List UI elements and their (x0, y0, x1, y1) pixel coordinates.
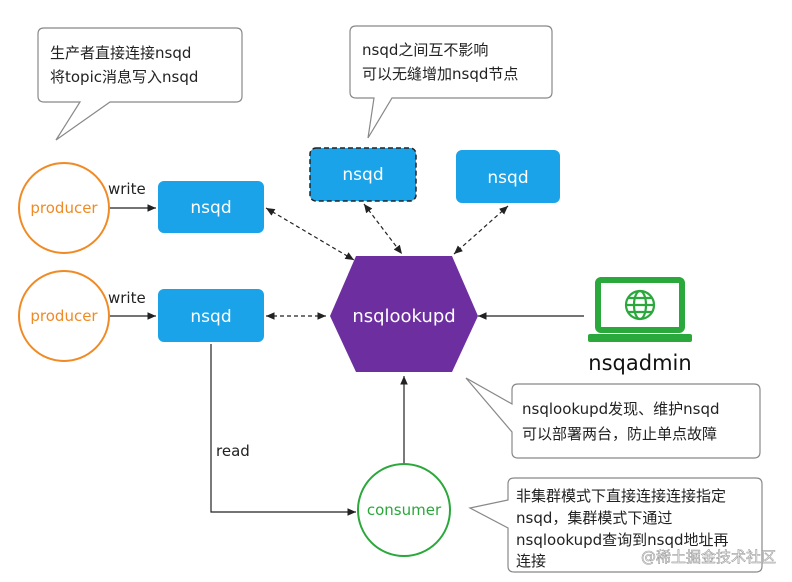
edge-nsqd-top-dashed-lookupd (363, 203, 403, 255)
producer-label-2: producer (30, 307, 98, 325)
callout-consumer-line-3: nsqlookupd查询到nsqd地址再 (516, 531, 729, 549)
callout-consumer-line-4: 连接 (516, 552, 546, 570)
nsqd-label-2: nsqd (190, 307, 231, 327)
nsqadmin-label: nsqadmin (588, 351, 691, 375)
edge-nsqd-1-lookupd (265, 207, 355, 261)
callout-producer-line-2: 将topic消息写入nsqd (50, 68, 198, 86)
edge-nsqd-top-right-lookupd (453, 205, 509, 255)
callout-nsqd: nsqd之间互不影响 可以无缝增加nsqd节点 (349, 25, 553, 139)
edge-label-write-2: write (108, 289, 146, 307)
edge-label-write-1: write (108, 180, 146, 198)
nsqd-node-top-dashed: nsqd (309, 147, 417, 202)
callout-lookupd-line-1: nsqlookupd发现、维护nsqd (522, 400, 720, 418)
consumer-label: consumer (367, 501, 442, 519)
nsqd-label-top-dashed: nsqd (342, 165, 383, 185)
nsqd-label-top-right: nsqd (487, 168, 528, 188)
nsqd-label-1: nsqd (190, 198, 231, 218)
callout-consumer-line-2: nsqd，集群模式下通过 (516, 509, 672, 527)
callout-lookupd: nsqlookupd发现、维护nsqd 可以部署两台，防止单点故障 (465, 377, 761, 459)
watermark: @稀土掘金技术社区 (641, 548, 776, 566)
nsqlookupd-label: nsqlookupd (352, 306, 455, 327)
globe-icon (624, 289, 656, 321)
connectors (110, 203, 584, 516)
callout-producer: 生产者直接连接nsqd 将topic消息写入nsqd (37, 27, 243, 141)
producer-label-1: producer (30, 199, 98, 217)
producer-node-2: producer (18, 270, 110, 362)
callout-lookupd-line-2: 可以部署两台，防止单点故障 (522, 425, 717, 443)
nsqd-node-top-right: nsqd (456, 150, 560, 203)
callout-nsqd-line-1: nsqd之间互不影响 (362, 41, 488, 59)
producer-node-1: producer (18, 162, 110, 254)
edge-label-read: read (216, 442, 250, 460)
nsqlookupd-node: nsqlookupd (330, 256, 478, 372)
callout-producer-line-1: 生产者直接连接nsqd (50, 44, 191, 62)
consumer-node: consumer (357, 463, 451, 557)
nsqd-node-2: nsqd (158, 289, 264, 342)
nsqadmin-node: nsqadmin (588, 277, 692, 375)
callout-nsqd-line-2: 可以无缝增加nsqd节点 (362, 65, 518, 83)
callout-consumer: 非集群模式下直接连接连接指定 nsqd，集群模式下通过 nsqlookupd查询… (468, 477, 763, 573)
callout-consumer-line-1: 非集群模式下直接连接连接指定 (516, 487, 726, 505)
laptop-icon (588, 277, 692, 342)
edge-nsqd-2-to-consumer (210, 344, 356, 516)
nsqd-node-1: nsqd (158, 181, 264, 233)
